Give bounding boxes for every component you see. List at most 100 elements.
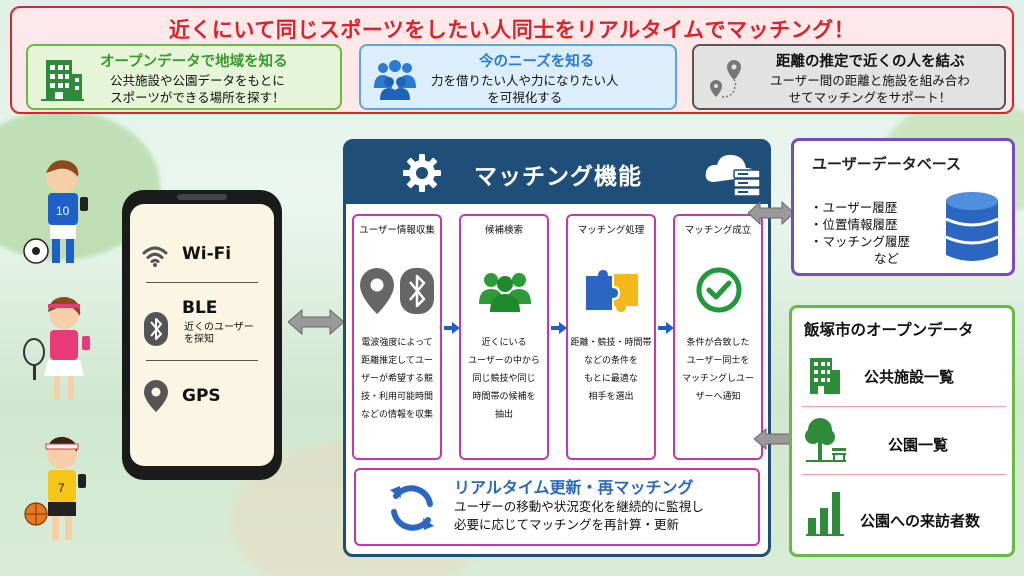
step-line: ユーザーの中から (468, 356, 540, 366)
open-data-item-public-facilities: 公共施設一覧 (864, 368, 955, 386)
step-description: 近くにいる ユーザーの中から 同じ競技や同じ 時間帯の候補を 抽出 (463, 334, 545, 424)
banner-title: 近くにいて同じスポーツをしたい人同士をリアルタイムでマッチング！ (168, 18, 856, 42)
feature-distance: 距離の推定で近くの人を結ぶ ユーザー間の距離と施設を組み合わ せてマッチングをサ… (692, 44, 1006, 110)
bluetooth-icon (400, 268, 434, 314)
feature-line: ユーザー間の距離と施設を組み合わ (770, 73, 970, 88)
user-database-box: ユーザーデータベース ・ユーザー履歴 ・位置情報履歴 ・マッチング履歴 など (791, 138, 1015, 276)
phone-screen: Wi-Fi BLE 近くのユーザー を探知 GPS (130, 204, 274, 466)
user-database-item: ・マッチング履歴 (810, 234, 911, 249)
step-arrow (444, 322, 460, 334)
step-title: マッチング成立 (684, 225, 752, 236)
people-group-icon (479, 273, 531, 312)
divider (146, 282, 258, 283)
step-line: ユーザー同士を (686, 356, 750, 366)
gear-icon (403, 154, 441, 192)
feature-needs: 今のニーズを知る 力を借りたい人や力になりたい人 を可視化する (359, 44, 677, 110)
route-pin-icon (710, 60, 741, 98)
step-title: マッチング処理 (577, 225, 645, 236)
bluetooth-icon (144, 312, 168, 346)
bar-chart-icon (806, 492, 844, 536)
tennis-kid-illustration (23, 296, 90, 400)
step-title: ユーザー情報収集 (359, 225, 435, 236)
step-line: 相手を選出 (588, 392, 634, 402)
feature-line: 力を借りたい人や力になりたい人 (431, 73, 619, 88)
step-title: 候補検索 (484, 225, 523, 236)
step-arrow (658, 322, 674, 334)
feature-description: ユーザー間の距離と施設を組み合わ せてマッチングをサポート！ (770, 72, 970, 106)
feature-open-data: オープンデータで地域を知る 公共施設や公園データをもとに スポーツができる場所を… (26, 44, 342, 110)
feature-heading: オープンデータで地域を知る (100, 54, 288, 70)
step-line: もとに最適な (584, 374, 638, 384)
step-user-info-collection: ユーザー情報収集 電波強度によって 距離推定してユー ザーが希望する競 技・利用… (352, 214, 442, 460)
step-line: 同じ競技や同じ (472, 374, 536, 384)
realtime-update-title: リアルタイム更新・再マッチング (454, 478, 694, 497)
phone-notch (177, 194, 227, 200)
step-description: 電波強度によって 距離推定してユー ザーが希望する競 技・利用可能時間 などの情… (356, 334, 438, 424)
database-icon (945, 192, 999, 261)
step-candidate-search: 候補検索 近くにいる ユーザーの中から 同じ競技や同じ 時間帯の候補を 抽出 (459, 214, 549, 460)
matching-panel-header: マッチング機能 (346, 142, 768, 204)
user-database-item: ・ユーザー履歴 (810, 200, 898, 215)
open-data-box: 飯塚市のオープンデータ 公共施設一覧 公園一覧 公園への来訪者数 (789, 305, 1015, 557)
arrow-open-data-to-panel (754, 428, 790, 450)
matching-panel-title: マッチング機能 (474, 164, 642, 190)
smartphone: Wi-Fi BLE 近くのユーザー を探知 GPS (122, 190, 282, 480)
step-line: ザーが希望する競 (360, 374, 433, 384)
refresh-icon (390, 485, 434, 531)
step-line: 距離・競技・時間帯 (570, 338, 652, 348)
building-icon (41, 60, 84, 101)
people-group-icon (374, 60, 416, 100)
step-arrow (551, 322, 567, 334)
gps-label: GPS (182, 386, 221, 406)
location-pin-icon (360, 268, 394, 314)
step-description: 距離・競技・時間帯 などの条件を もとに最適な 相手を選出 (570, 334, 652, 406)
realtime-update-description: ユーザーの移動や状況変化を継続的に監視し 必要に応じてマッチングを再計算・更新 (454, 498, 704, 534)
feature-line: 公共施設や公園データをもとに (110, 73, 285, 88)
building-icon (810, 358, 840, 394)
step-line: などの情報を収集 (360, 410, 433, 420)
step-line: 条件が合致した (686, 338, 750, 348)
update-line: 必要に応じてマッチングを再計算・更新 (454, 517, 680, 532)
step-line: 近くにいる (481, 338, 527, 348)
soccer-kid-illustration: 10 (23, 160, 88, 264)
feature-description: 力を借りたい人や力になりたい人 を可視化する (431, 72, 619, 106)
feature-heading: 距離の推定で近くの人を結ぶ (776, 54, 965, 70)
basketball-kid-illustration: 7 (24, 436, 86, 540)
double-arrow-panel-database (748, 200, 794, 226)
step-line: 抽出 (494, 410, 513, 420)
step-line: 電波強度によって (361, 338, 433, 348)
ble-description-line: を探知 (184, 334, 214, 345)
feature-line: を可視化する (487, 90, 563, 105)
double-arrow-phone-panel (288, 308, 344, 336)
user-database-item: ・位置情報履歴 (810, 217, 898, 232)
divider (802, 406, 1006, 407)
open-data-title: 飯塚市のオープンデータ (804, 321, 974, 339)
wifi-icon (142, 246, 168, 267)
ble-description-line: 近くのユーザー (184, 322, 254, 333)
step-line: ザーへ通知 (695, 392, 741, 402)
check-circle-icon (696, 267, 742, 313)
step-line: マッチングしユー (681, 374, 754, 384)
user-database-title: ユーザーデータベース (812, 155, 961, 173)
realtime-update-box: リアルタイム更新・再マッチング ユーザーの移動や状況変化を継続的に監視し 必要に… (354, 468, 760, 546)
divider (146, 360, 258, 361)
tree-bench-icon (805, 418, 846, 462)
open-data-item-parks: 公園一覧 (888, 436, 949, 454)
location-pin-icon (144, 380, 168, 412)
step-match-established: マッチング成立 条件が合致した ユーザー同士を マッチングしユー ザーへ通知 (673, 214, 763, 460)
svg-text:7: 7 (58, 481, 65, 495)
step-line: 時間帯の候補を (472, 392, 536, 402)
puzzle-icon (586, 270, 638, 312)
open-data-item-park-visitors: 公園への来訪者数 (860, 512, 981, 530)
feature-heading: 今のニーズを知る (479, 54, 595, 70)
step-line: 技・利用可能時間 (360, 392, 433, 402)
divider (802, 474, 1006, 475)
update-line: ユーザーの移動や状況変化を継続的に監視し (454, 499, 704, 514)
feature-line: スポーツができる場所を探す！ (110, 90, 285, 105)
top-banner: 近くにいて同じスポーツをしたい人同士をリアルタイムでマッチング！ オープンデータ… (10, 6, 1014, 114)
matching-panel: マッチング機能 ユーザー情報収集 電波強度によって 距離推定してユー ザーが希望… (343, 139, 771, 557)
step-description: 条件が合致した ユーザー同士を マッチングしユー ザーへ通知 (677, 334, 759, 406)
feature-description: 公共施設や公園データをもとに スポーツができる場所を探す！ (110, 72, 285, 106)
step-line: 距離推定してユー (361, 356, 433, 366)
feature-line: せてマッチングをサポート！ (788, 90, 952, 105)
